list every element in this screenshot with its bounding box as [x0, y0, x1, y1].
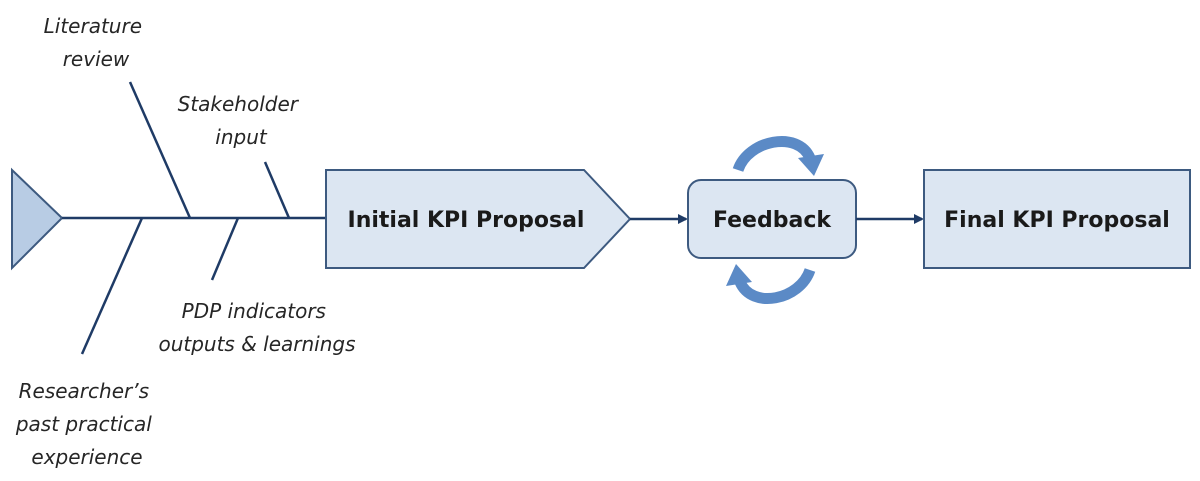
bone-stakeholder-input: [263, 161, 291, 219]
bone-literature-review: [128, 81, 192, 219]
cycle-arrow-top-icon: [732, 136, 816, 173]
final-kpi-proposal-label: Final KPI Proposal: [944, 208, 1170, 233]
cycle-arrowhead-top-icon: [798, 154, 824, 176]
feedback-label: Feedback: [713, 208, 832, 233]
fishbone-tail-triangle: [11, 167, 64, 271]
final-kpi-proposal-box: [923, 169, 1191, 269]
bone-pdp-indicators: [210, 217, 240, 281]
cycle-arrowhead-bottom-icon: [726, 264, 752, 286]
cycle-arrow-bottom-icon: [734, 267, 816, 304]
bone-researcher-experience: [80, 217, 144, 355]
initial-kpi-proposal-box: [325, 169, 632, 269]
label-researcher-experience: Researcher’s past practical experience: [15, 379, 158, 469]
label-pdp-indicators: PDP indicators outputs & learnings: [158, 299, 355, 356]
label-stakeholder-input: Stakeholder input: [178, 92, 305, 149]
label-literature-review: Literature review: [44, 14, 149, 71]
initial-kpi-proposal-label: Initial KPI Proposal: [348, 208, 585, 233]
